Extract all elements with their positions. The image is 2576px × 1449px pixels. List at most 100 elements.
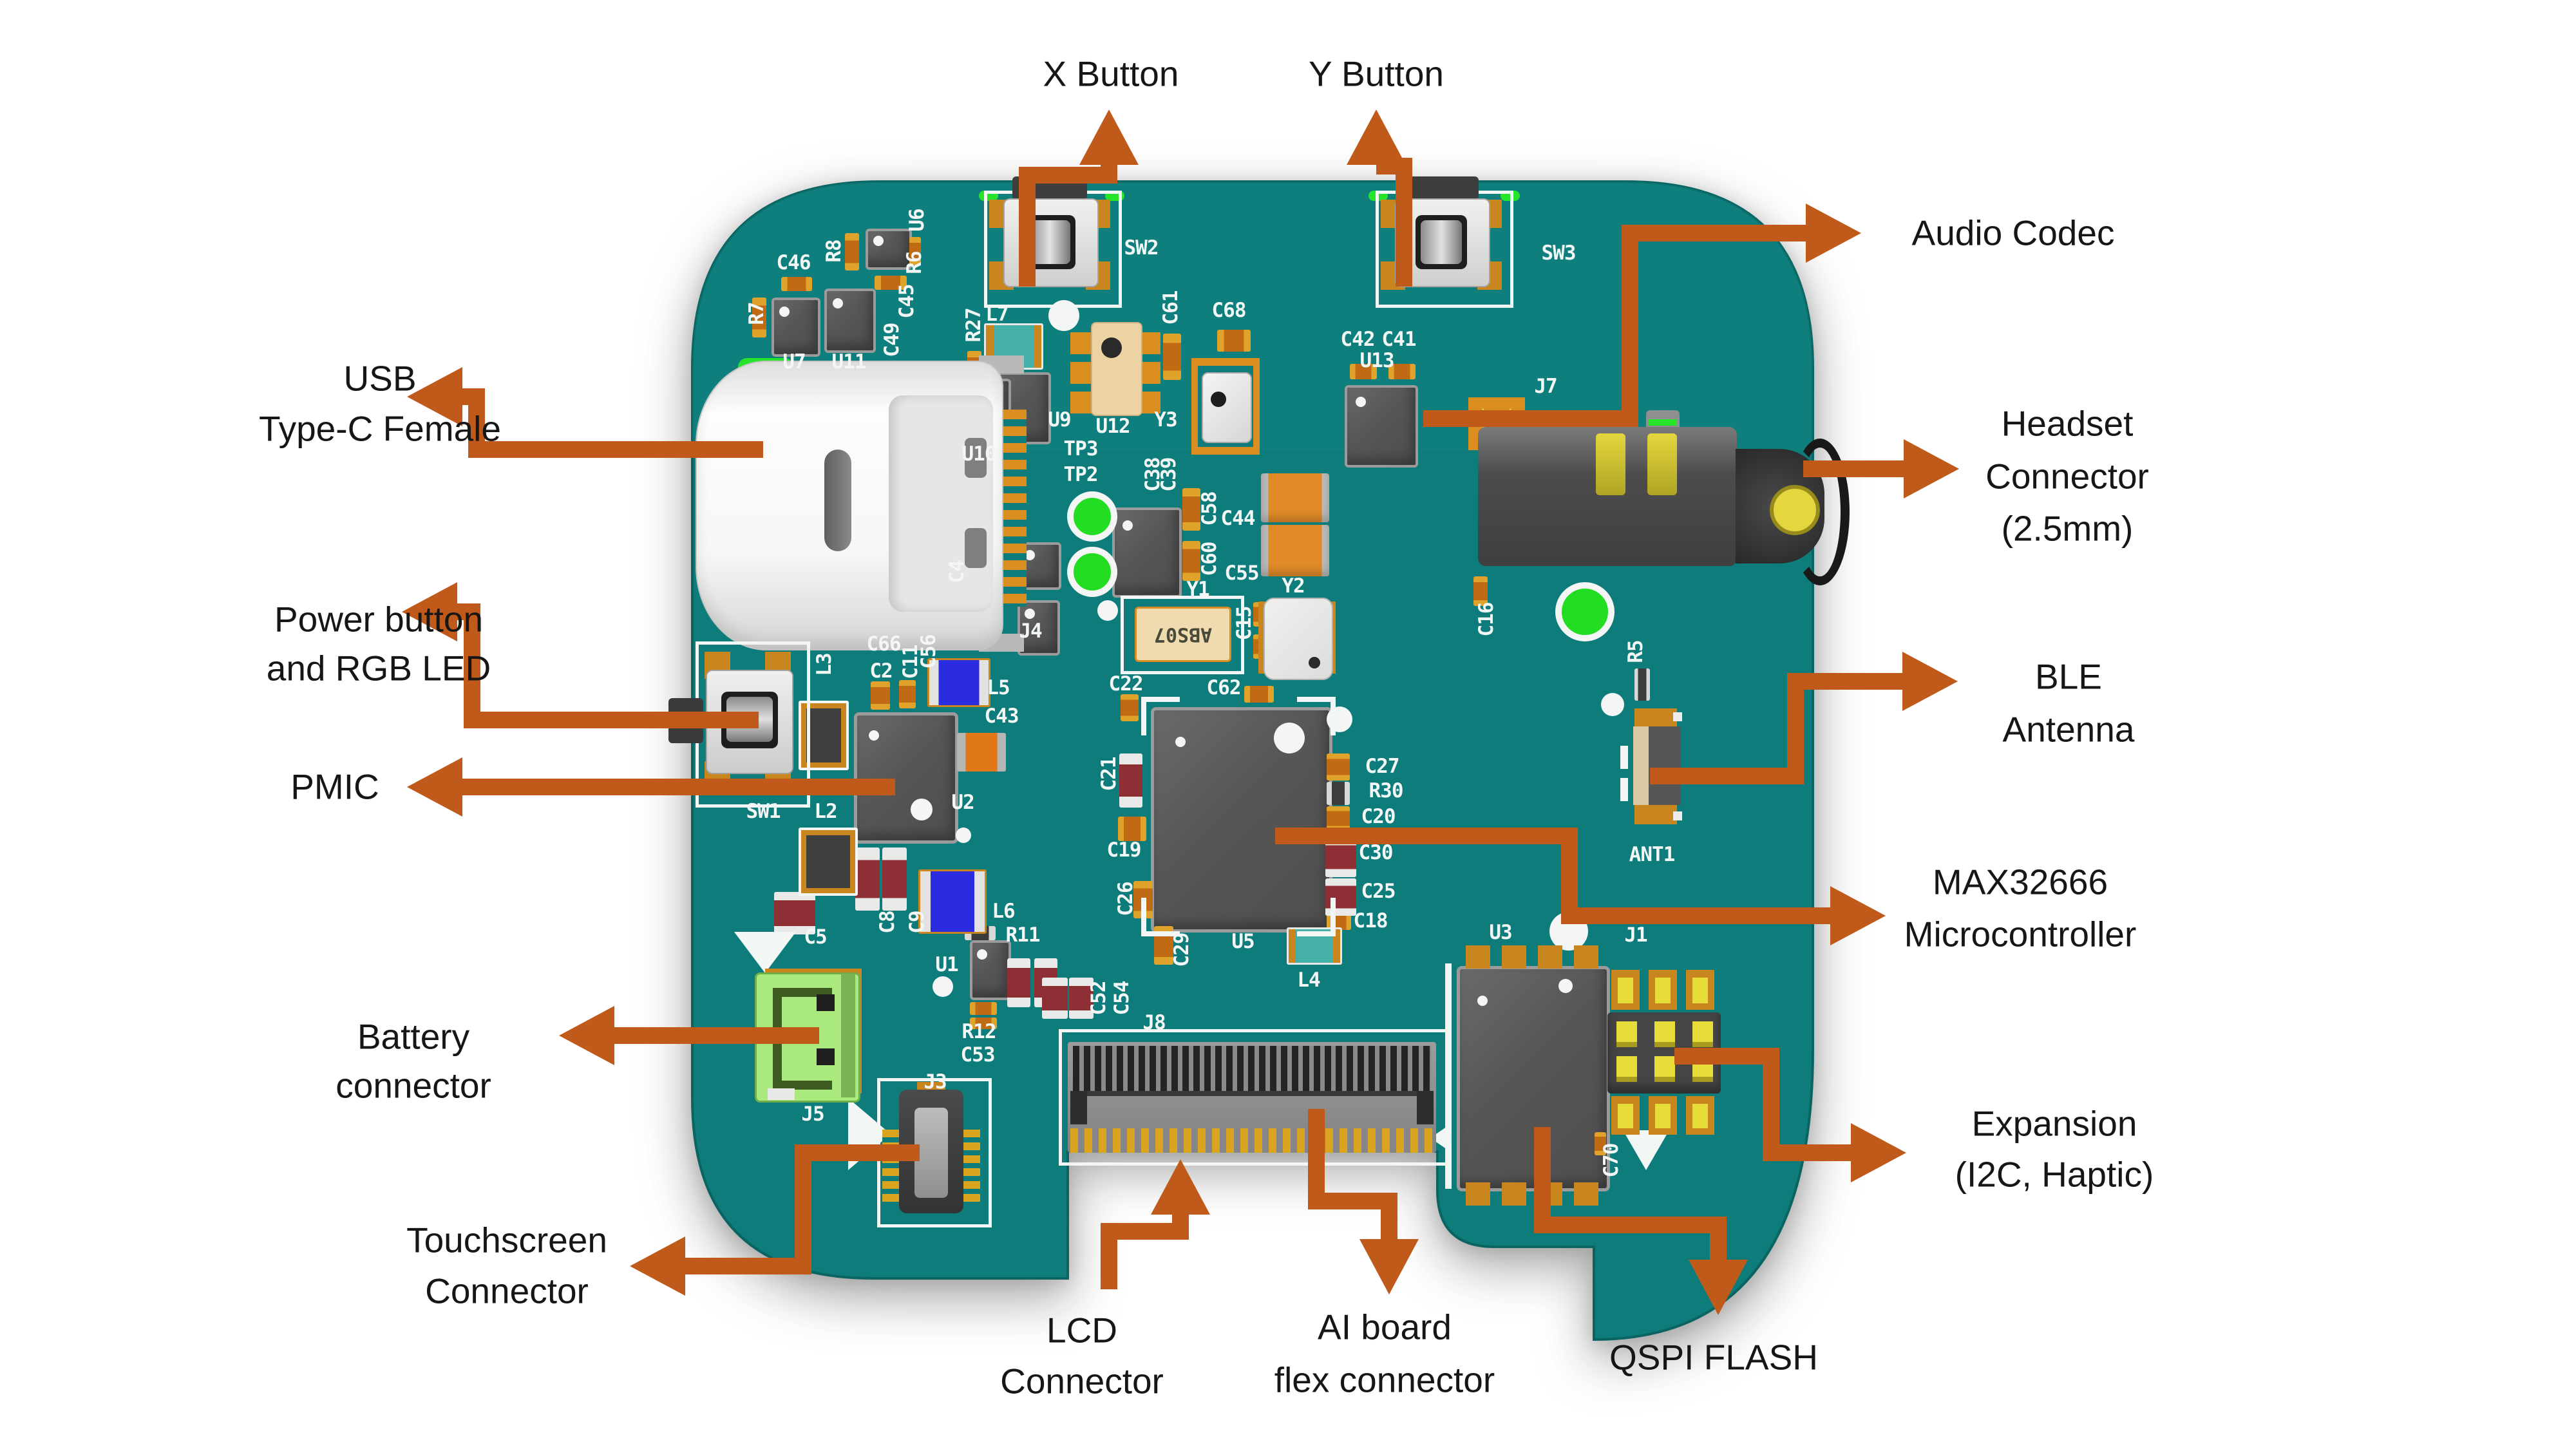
component-chip [1018,600,1060,656]
silkscreen-label-c55: C55 [1224,562,1260,585]
arrowhead-lcd [1151,1159,1210,1215]
u3-pin1-dot [1558,979,1573,993]
silkscreen-label-sw1: SW1 [746,800,781,823]
chip-pin1-dot [869,730,880,741]
j1-pad-hole [1655,1104,1671,1128]
arrowhead-power-button [402,582,457,641]
u3-pad [1502,945,1526,969]
annotation-ai-board-line2: flex connector [1274,1359,1495,1400]
chip-pin1-dot [1122,520,1133,531]
arrowhead-qspi-flash [1689,1260,1748,1315]
j8-end-clip [1417,1091,1434,1124]
component-cap-v [1327,753,1350,781]
silkscreen-label-c41: C41 [1381,328,1417,351]
usb-cavity [889,395,993,612]
component-cap-v [1163,334,1181,380]
j1-pin [1616,1021,1637,1047]
y2-can [1264,598,1333,680]
j1-pad-hole [1655,978,1671,1003]
y2-mark [1309,657,1320,668]
silkscreen-label-r12: R12 [961,1020,997,1043]
usb-tongue-slot [824,450,851,551]
x-button-switch-sw2 [984,176,1122,308]
j1-pad-hole [1692,978,1708,1003]
component-cap-dk [1634,668,1650,701]
chip-pin1-dot [976,949,987,960]
u5-pin1-dot [1274,723,1305,753]
j3-slot [914,1108,948,1198]
silkscreen-label-c43: C43 [984,705,1019,728]
component-chip [1345,385,1418,468]
component-chip [866,229,912,270]
silkscreen-label-c18: C18 [1353,909,1388,933]
annotation-ble-antenna-line1: BLE [2035,656,2102,697]
silkscreen-label-c20: C20 [1361,805,1396,828]
chip-pin1-dot [1025,549,1036,560]
j7-contact [1596,433,1625,495]
annotation-qspi-flash-line1: QSPI FLASH [1609,1337,1818,1378]
j8-contact-teeth [1073,1046,1431,1096]
annotation-power-button-line2: and RGB LED [266,648,491,688]
silkscreen-label-j4: J4 [1019,620,1042,643]
arrow-y-button [1376,158,1412,287]
j1-pad-hole [1618,978,1633,1003]
silkscreen-label-ant1: ANT1 [1629,843,1676,866]
component-cap-h [1388,364,1416,379]
component-cap-h [875,276,907,290]
silkscreen-label-u1: U1 [935,953,958,976]
arrowhead-battery [559,1006,614,1065]
j8-silk-box [1059,1029,1452,1166]
silkscreen-label-c19: C19 [1106,838,1142,862]
silkscreen-label-tp3: TP3 [1063,437,1099,460]
arrow-touchscreen [683,1144,920,1274]
silkscreen-label-j5: J5 [801,1103,824,1126]
component-obox [1121,596,1244,674]
component-cap-red [774,892,815,934]
silkscreen-label-c62: C62 [1206,676,1242,699]
silkscreen-label-u12: U12 [1095,415,1131,438]
silkscreen-label-c2: C2 [869,659,893,683]
ble-chip-antenna-ant1 [1620,708,1687,824]
silkscreen-label-r30: R30 [1368,779,1404,802]
u12-dot [1101,337,1122,358]
silkscreen-label-j3: J3 [923,1070,947,1094]
component-cap-red [1119,753,1142,808]
silkscreen-label-u7: U7 [782,350,806,374]
u12-pad [1070,392,1092,413]
annotation-audio-codec-line1: Audio Codec [1911,213,2115,253]
component-cap-v [1595,1132,1606,1155]
annotation-headset-line1: Headset [2001,403,2134,444]
component-chip [824,289,876,353]
silkscreen-label-y3: Y3 [1154,408,1177,431]
silkscreen-label-sw2: SW2 [1124,236,1159,260]
component-gdot [1555,582,1615,641]
usb-latch [965,528,987,568]
y3-mark [1211,392,1226,407]
silkscreen-label-c46: C46 [776,251,811,274]
annotation-battery-line1: Battery [357,1016,470,1057]
component-chip [970,940,1011,1000]
silkscreen-label-u3: U3 [1489,921,1512,944]
component-cap-v [1473,576,1488,606]
component-cap-red [1042,978,1068,1019]
component-cap-v [1182,488,1200,531]
chip-pin1-dot [779,307,790,317]
silkscreen-label-tp2: TP2 [1063,463,1099,486]
y3-can [1202,372,1252,443]
arrow-usb-type-c [460,388,763,458]
annotation-expansion-line2: (I2C, Haptic) [1955,1154,2154,1195]
u3-pad [1574,945,1598,969]
component-chip [772,298,820,357]
arrowhead-headset [1904,439,1959,498]
component-cap-red [1069,978,1094,1019]
silkscreen-label-r11: R11 [1005,923,1041,947]
silkscreen-label-l6: L6 [992,900,1015,923]
component-cap-dk [1327,782,1350,805]
chip-pin1-dot [1477,995,1488,1006]
silkscreen-label-u13: U13 [1359,349,1395,372]
j3-pins-left [882,1130,899,1207]
annotation-headset-line3: (2.5mm) [2001,508,2134,549]
component-cap-c43 [957,733,1006,772]
